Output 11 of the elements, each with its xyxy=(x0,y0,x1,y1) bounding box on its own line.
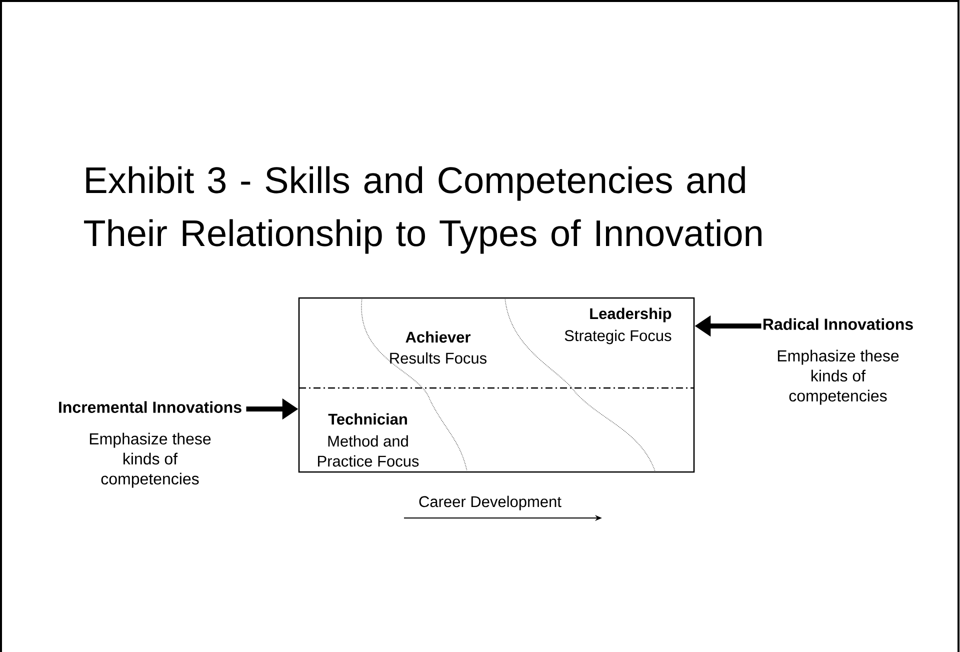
quadrant-box xyxy=(298,297,695,473)
caption: Results Focus xyxy=(390,352,487,364)
innovation-label: Incremental Innovations Emphasize these kinds of competencies xyxy=(59,401,242,488)
heading: Achiever xyxy=(406,331,470,343)
caption: Method and Practice Focus xyxy=(318,435,419,467)
heading: Technician xyxy=(328,413,407,425)
heading: Leadership xyxy=(590,308,672,322)
title: Exhibit 3 - Skills and Competencies and Their Relationship to Types of Innovation xyxy=(84,166,762,254)
axis-label: Career Development xyxy=(419,496,562,510)
innovation-label: Radical Innovations Emphasize these kinds of competencies xyxy=(764,318,913,405)
caption: Strategic Focus xyxy=(564,330,672,344)
